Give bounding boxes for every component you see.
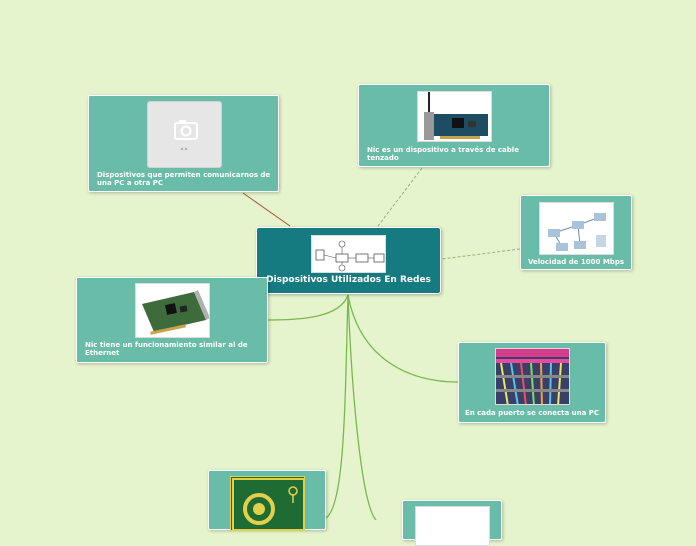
topic-label: Velocidad de 1000 Mbps: [528, 258, 624, 266]
topic-label: Dispositivos que permiten comunicarnos d…: [97, 171, 271, 187]
network-card-photo: [136, 284, 209, 337]
topic-node-bottom-right[interactable]: [402, 500, 502, 546]
camera-placeholder-icon: [174, 120, 198, 151]
topic-label: Nic tiene un funcionamiento similar al d…: [85, 341, 248, 357]
central-image: [311, 235, 386, 273]
connector-bottom-left: [325, 294, 349, 519]
network-topology-diagram: [540, 203, 613, 254]
central-topic[interactable]: Dispositivos Utilizados En Redes: [256, 227, 441, 294]
topic-label: Nic es un dispositivo a través de cable …: [367, 146, 519, 162]
logo-image: [230, 476, 305, 531]
mind-map-canvas: Dispositivos que permiten comunicarnos d…: [76, 84, 632, 546]
connector-right-lower: [347, 294, 459, 383]
topic-node-nic-ethernet[interactable]: Nic tiene un funcionamiento similar al d…: [76, 277, 268, 363]
network-schematic-diagram: [312, 236, 385, 272]
topic-node-puerto[interactable]: En cada puerto se conecta una PC: [458, 342, 606, 423]
connector-bottom-right: [347, 294, 377, 520]
colored-cables-photo: [496, 349, 569, 404]
topic-label: En cada puerto se conecta una PC: [464, 409, 600, 417]
connector-left: [267, 294, 349, 321]
cables-image: [495, 348, 570, 405]
green-logo-image: [231, 477, 304, 530]
connector-lines: [242, 167, 521, 520]
connector-top-right: [377, 167, 423, 227]
topology-image: [539, 202, 614, 255]
network-card-photo: [418, 92, 491, 141]
blank-image: [415, 506, 490, 546]
network-card-image: [135, 283, 210, 338]
topic-node-bottom-left[interactable]: [208, 470, 326, 531]
topic-node-velocidad[interactable]: Velocidad de 1000 Mbps: [520, 195, 632, 270]
connector-top-left: [242, 192, 291, 227]
connector-right-upper: [441, 248, 521, 260]
central-title: Dispositivos Utilizados En Redes: [266, 275, 431, 285]
image-placeholder: [147, 101, 222, 168]
topic-node-nic-cable[interactable]: Nic es un dispositivo a través de cable …: [358, 84, 550, 167]
network-card-image: [417, 91, 492, 142]
topic-node-dispositivos[interactable]: Dispositivos que permiten comunicarnos d…: [88, 95, 279, 192]
